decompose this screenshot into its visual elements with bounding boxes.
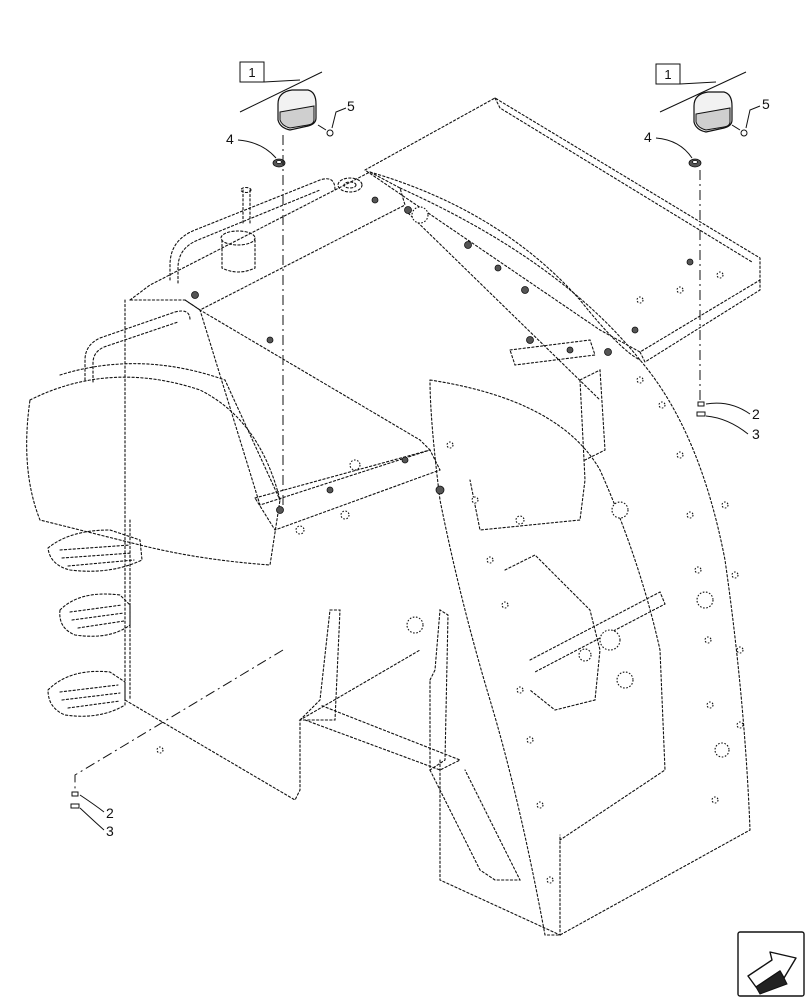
leader-washer-left <box>237 139 277 159</box>
screw-left <box>317 124 334 137</box>
leader-nut-right-b <box>705 415 749 435</box>
structure-holes <box>156 206 744 884</box>
callout-nut-right-a: 2 <box>752 406 760 422</box>
left-curved-fender <box>26 376 281 566</box>
top-deck-edge <box>494 97 753 263</box>
cross-plate <box>254 449 441 531</box>
kit-left-callout-box <box>239 61 265 83</box>
kit-right-callout-label: 1 <box>664 67 671 82</box>
vertical-brace <box>579 369 606 461</box>
left-upper-fender-box <box>128 171 406 311</box>
lower-support-leg <box>429 769 521 881</box>
deck-diagonal-guide <box>404 209 601 401</box>
right-arch-fender-inner <box>429 379 666 841</box>
callout-washer-left: 4 <box>226 131 234 147</box>
center-cross-beam <box>304 704 462 771</box>
handrail-upper-inner <box>177 189 321 284</box>
centerline-left-lower <box>74 649 284 790</box>
lamp-kit-left: 1 4 5 <box>226 61 355 505</box>
top-deck-front-lip <box>639 279 761 363</box>
right-arch-fender-outer <box>399 187 751 936</box>
center-bracket-right <box>429 609 449 772</box>
right-arch-fender-front <box>369 171 641 361</box>
work-lamp-right <box>693 91 733 133</box>
leader-nut-left-a <box>79 794 105 813</box>
callout-nut-left-b: 3 <box>106 823 114 839</box>
leader-nut-right-a <box>705 402 751 415</box>
leader-screw-left <box>331 107 347 129</box>
left-fender-top-face <box>184 299 432 506</box>
work-lamp-left <box>277 89 317 131</box>
step-middle <box>59 593 131 637</box>
deck-filler-ring-inner <box>343 181 357 189</box>
center-bracket-left <box>298 609 341 721</box>
washer-right <box>688 158 702 168</box>
bottom-skirt-plate <box>439 759 561 936</box>
handrail-upper <box>169 178 336 281</box>
structure-nuts <box>191 196 694 514</box>
step-upper <box>47 529 143 572</box>
deck-filler-ring <box>337 177 363 193</box>
top-deck-panel <box>363 97 761 353</box>
nut-stack-right: 2 3 <box>696 401 760 442</box>
callout-nut-right-b: 3 <box>752 426 760 442</box>
cross-tube <box>529 591 666 673</box>
callout-screw-left: 5 <box>347 98 355 114</box>
right-side-panel <box>469 379 586 531</box>
vent-pipe-top <box>240 186 252 194</box>
filler-cap <box>220 230 256 246</box>
inner-support-frame <box>504 554 601 711</box>
leader-washer-right <box>655 137 693 159</box>
screw-right <box>731 124 748 137</box>
kit-left-callout-label: 1 <box>248 65 255 80</box>
callout-nut-left-a: 2 <box>106 805 114 821</box>
washer-left <box>272 158 286 168</box>
leader-nut-left-b <box>79 807 105 831</box>
callout-washer-right: 4 <box>644 129 652 145</box>
leader-screw-right <box>745 105 761 129</box>
steps <box>47 529 143 717</box>
step-lower <box>47 670 126 717</box>
kit-left-bracket-line <box>239 71 323 113</box>
handrail-lower <box>84 310 191 381</box>
kit-right-callout-box <box>655 63 681 85</box>
nut-stack-left: 2 3 <box>70 649 284 839</box>
handrail-lower-inner <box>92 321 179 383</box>
filler-tube <box>221 239 256 273</box>
inner-frame-brace <box>509 339 596 366</box>
kit-right-bracket-line <box>659 71 747 113</box>
next-page-arrow-icon[interactable] <box>737 931 805 997</box>
left-fender-band <box>59 363 281 501</box>
vent-pipe <box>242 189 251 226</box>
lamp-kit-right: 1 4 5 <box>644 63 770 400</box>
fender-assembly <box>26 97 761 936</box>
main-body-lower <box>124 299 421 801</box>
callout-screw-right: 5 <box>762 96 770 112</box>
